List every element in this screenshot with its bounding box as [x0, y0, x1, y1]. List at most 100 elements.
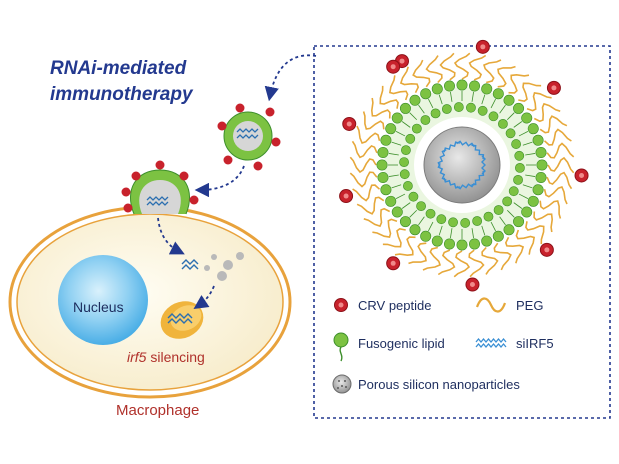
lipid-tail [401, 121, 411, 128]
lipid-head-inner [408, 191, 419, 202]
porous-silicon-core [423, 126, 501, 204]
lipid-head-outer [535, 146, 547, 158]
lipid-head-outer [527, 195, 539, 207]
legend-peg: PEG [516, 298, 544, 313]
lipid-head-outer [385, 195, 397, 207]
lipid-head-outer [391, 206, 403, 218]
peg-chain [422, 246, 441, 271]
lipid-head-outer [503, 94, 515, 106]
lipid-head-outer [443, 238, 455, 250]
lipid-head-outer [536, 159, 548, 171]
lipid-tail [481, 225, 486, 236]
legend-crv-peptide: CRV peptide [358, 298, 432, 313]
lipid-tail [506, 112, 515, 121]
peg-chain [518, 82, 542, 102]
lipid-tail [481, 94, 486, 105]
nucleus [58, 255, 148, 345]
peg-chain [468, 249, 485, 278]
crv-peptide-center [346, 121, 352, 127]
arrow-to-mitochondrion [193, 285, 215, 309]
lipid-head-outer [377, 146, 389, 158]
lipid-head-inner [430, 108, 441, 119]
lipid-tail [409, 112, 418, 121]
lipid-head-outer [443, 80, 455, 92]
peg-chain [539, 115, 568, 134]
silencing-label: irf5 silencing [127, 349, 205, 365]
lipid-tail [490, 98, 496, 109]
sirna-strand [437, 149, 447, 167]
lipid-head-inner [502, 196, 513, 207]
lipid-tail [471, 228, 474, 239]
lipid-tail [518, 131, 529, 137]
legend-panel [313, 45, 611, 419]
lipid-tail [499, 216, 506, 226]
peg-chain [468, 54, 487, 81]
lipid-head-outer [469, 80, 481, 92]
lipid-head-inner [420, 115, 431, 125]
peg-chain [379, 85, 399, 109]
lipid-tail [438, 94, 443, 105]
legend-sirf5: siIRF5 [516, 336, 554, 351]
lipid-head-inner [515, 162, 525, 173]
lipid-head-outer [521, 112, 533, 124]
sirna-strand [443, 141, 460, 153]
peg-chain [362, 111, 385, 130]
peg-chain [453, 52, 471, 80]
peg-chain [493, 242, 512, 271]
legend-porous-silicon: Porous silicon nanoparticles [358, 377, 520, 392]
peg-chain [533, 102, 561, 123]
lipid-head-inner [405, 133, 416, 144]
sirna-strand [437, 163, 447, 181]
peg-chain [508, 73, 530, 94]
lipid-tail [513, 202, 523, 209]
sirna-strand [471, 144, 485, 160]
lipid-head-outer [409, 94, 421, 106]
lipid-head-outer [535, 172, 547, 184]
lipid-head-outer [391, 112, 403, 124]
lipid-head-inner [436, 214, 447, 225]
lipid-tail [409, 209, 418, 218]
peg-icon [475, 297, 507, 313]
crv-peptide-center [399, 58, 405, 64]
lipid-head-inner [514, 150, 525, 161]
endocytosis-vesicle [121, 160, 199, 215]
crv-peptide-center [579, 172, 585, 178]
crv-peptide-center [544, 247, 550, 253]
peg-chain [370, 97, 391, 119]
gene-label: irf5 [127, 349, 147, 365]
peg-chain [372, 218, 398, 239]
fusogenic-lipid-icon [333, 332, 349, 362]
peg-chain [526, 91, 552, 112]
peg-chain [351, 140, 378, 159]
lipid-head-outer [532, 134, 544, 146]
peg-chain [543, 128, 572, 146]
arrow-panel-to-particle [264, 54, 317, 102]
lipid-tail [428, 221, 434, 232]
crv-peptide-center [551, 85, 557, 91]
lipid-head-inner [511, 139, 521, 149]
lipid-head-outer [521, 206, 533, 218]
lipid-tail [499, 104, 506, 114]
lipid-head-inner [508, 186, 519, 197]
lipid-head-inner [416, 201, 426, 212]
peg-chain [437, 249, 456, 276]
sirna-icon [475, 337, 507, 349]
sirna-strand [471, 170, 485, 186]
lipid-head-inner [399, 169, 410, 180]
lipid-head-inner [441, 104, 452, 114]
lipid-tail [388, 174, 399, 177]
arrow-particle-to-cell [194, 165, 245, 198]
macrophage-cell [8, 205, 292, 399]
lipid-head-inner [505, 128, 516, 139]
lipid-tail [525, 153, 536, 156]
lipid-head-inner [488, 111, 499, 122]
lipid-head-outer [376, 159, 388, 171]
crv-peptide-center [390, 260, 396, 266]
lipid-head-inner [453, 102, 464, 112]
lipid-head-inner [493, 205, 504, 215]
lipid-head-outer [513, 216, 525, 228]
lipid-head-outer [503, 224, 515, 236]
peg-chain [546, 171, 573, 190]
lipid-tail [418, 104, 425, 114]
